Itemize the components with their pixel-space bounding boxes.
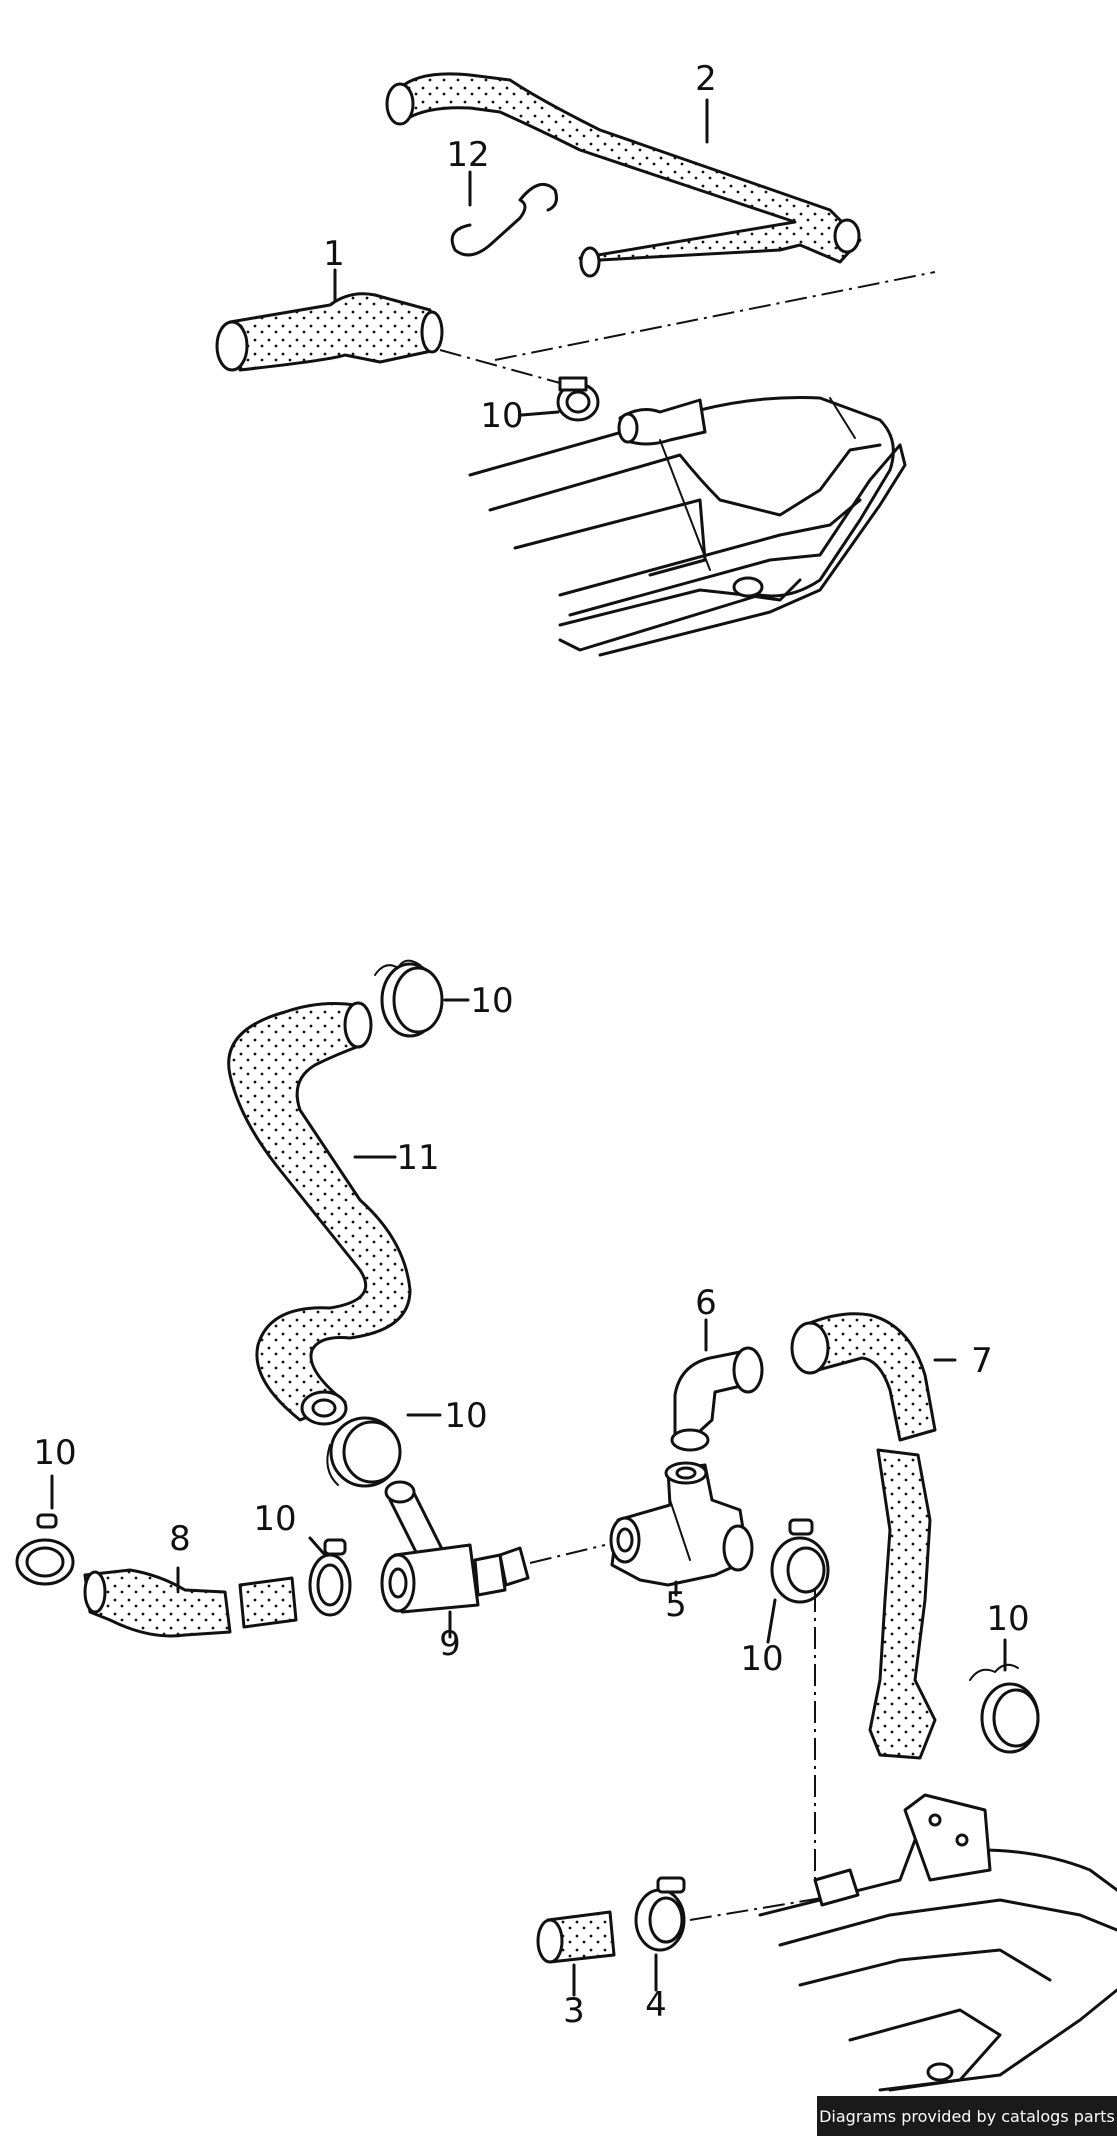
fitting-part-9 (380, 1480, 530, 1614)
callout-10-a: 10 (470, 981, 513, 1021)
hose-part-3 (536, 1910, 616, 1964)
clamp-part-10-d (770, 1518, 830, 1604)
callout-12: 12 (446, 135, 489, 175)
housing-top (468, 396, 907, 657)
clamp-part-10-right (969, 1663, 1040, 1754)
leader-dash-3 (529, 1544, 606, 1564)
hose-part-8 (83, 1568, 298, 1638)
callout-8: 8 (169, 1519, 191, 1559)
elbow-part-6 (670, 1346, 764, 1452)
callout-10-b: 10 (444, 1396, 487, 1436)
callout-6: 6 (695, 1283, 717, 1323)
clamp-part-10-a (374, 959, 444, 1038)
callout-2: 2 (695, 59, 717, 99)
callout-3: 3 (563, 1991, 585, 2031)
callout-10-top: 10 (480, 396, 523, 436)
leader-dash-4 (689, 1894, 841, 1921)
callout-10-right: 10 (986, 1599, 1029, 1639)
callout-leaders (50, 98, 1007, 1997)
leader-dash-2 (494, 271, 936, 361)
callout-5: 5 (665, 1585, 687, 1625)
hose-part-1 (215, 292, 444, 372)
housing-bottom (758, 1793, 1117, 2092)
clamp-part-10-left (15, 1513, 75, 1586)
callout-10-c: 10 (253, 1499, 296, 1539)
callout-9: 9 (439, 1624, 461, 1664)
leader-dash-1 (439, 349, 561, 384)
hose-part-2 (385, 72, 862, 278)
clip-part-12 (450, 182, 558, 257)
callout-11: 11 (396, 1138, 439, 1178)
clamp-part-10-top (556, 376, 600, 422)
hose-part-11 (227, 1001, 412, 1426)
clamp-part-10-c (308, 1538, 352, 1617)
callout-7: 7 (971, 1341, 993, 1381)
clamp-part-4 (634, 1876, 686, 1952)
callout-4: 4 (645, 1985, 667, 2025)
clamp-part-10-b (326, 1416, 402, 1488)
callout-10-d: 10 (740, 1639, 783, 1679)
fitting-part-5 (609, 1461, 754, 1587)
credit-footer: Diagrams provided by catalogs parts (817, 2096, 1117, 2136)
callout-1: 1 (323, 234, 345, 274)
callout-10-left: 10 (33, 1433, 76, 1473)
hose-part-7 (790, 1312, 937, 1760)
